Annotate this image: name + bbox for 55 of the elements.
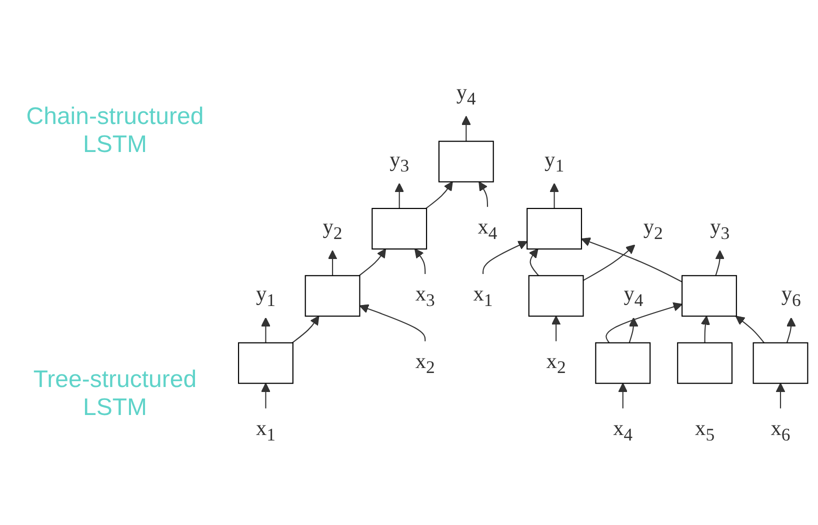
arrow	[358, 248, 386, 276]
arrow	[715, 250, 725, 276]
node-text: x$_{2}$	[415, 350, 435, 378]
arrow	[461, 116, 471, 142]
arrow	[261, 318, 270, 343]
node-text: x$_{1}$	[256, 417, 276, 445]
arrow	[550, 183, 559, 209]
node-text: y$_{1}$	[544, 148, 564, 176]
diagram-label: Tree-structured LSTM	[32, 366, 198, 422]
arrow	[735, 316, 765, 344]
node-text: x$_{4}$	[478, 216, 498, 244]
arrow	[394, 183, 404, 209]
arrow	[359, 304, 426, 342]
node-box	[438, 140, 494, 183]
node-text: y$_{4}$	[624, 282, 644, 310]
node-box	[752, 342, 808, 384]
node-text: y$_{3}$	[390, 148, 410, 176]
node-box	[238, 342, 294, 384]
node-text: y$_{2}$	[322, 216, 342, 244]
arrow	[261, 383, 270, 409]
arrow	[426, 182, 453, 210]
arrow	[482, 241, 528, 274]
node-text: y$_{3}$	[710, 216, 730, 244]
arrow	[581, 238, 682, 283]
node-box	[682, 275, 737, 317]
arrow	[551, 316, 561, 342]
arrow	[618, 383, 628, 409]
node-text: x$_{4}$	[613, 417, 633, 445]
arrow	[606, 302, 682, 344]
arrow	[478, 182, 488, 208]
node-text: x$_{1}$	[473, 282, 493, 310]
node-box	[528, 275, 584, 317]
node-box	[372, 208, 428, 250]
node-text: y$_{4}$	[456, 81, 476, 109]
node-text: y$_{1}$	[256, 282, 276, 310]
node-text: x$_{2}$	[546, 350, 566, 378]
node-box	[304, 275, 360, 317]
node-box	[595, 342, 651, 384]
arrow	[583, 244, 636, 282]
arrow	[414, 248, 426, 274]
node-box	[526, 208, 582, 250]
arrow	[292, 316, 320, 344]
node-box	[677, 342, 733, 384]
arrow	[776, 383, 786, 409]
node-text: y$_{6}$	[781, 282, 801, 310]
node-text: y$_{2}$	[643, 216, 663, 244]
arrow	[528, 248, 539, 276]
arrow	[786, 318, 796, 344]
arrow	[700, 316, 710, 343]
node-text: x$_{5}$	[695, 417, 715, 445]
diagram-label: Chain-structured LSTM	[25, 103, 205, 160]
arrow	[328, 250, 338, 276]
arrow	[628, 318, 638, 344]
node-text: x$_{6}$	[770, 417, 790, 445]
node-text: x$_{3}$	[415, 282, 435, 310]
